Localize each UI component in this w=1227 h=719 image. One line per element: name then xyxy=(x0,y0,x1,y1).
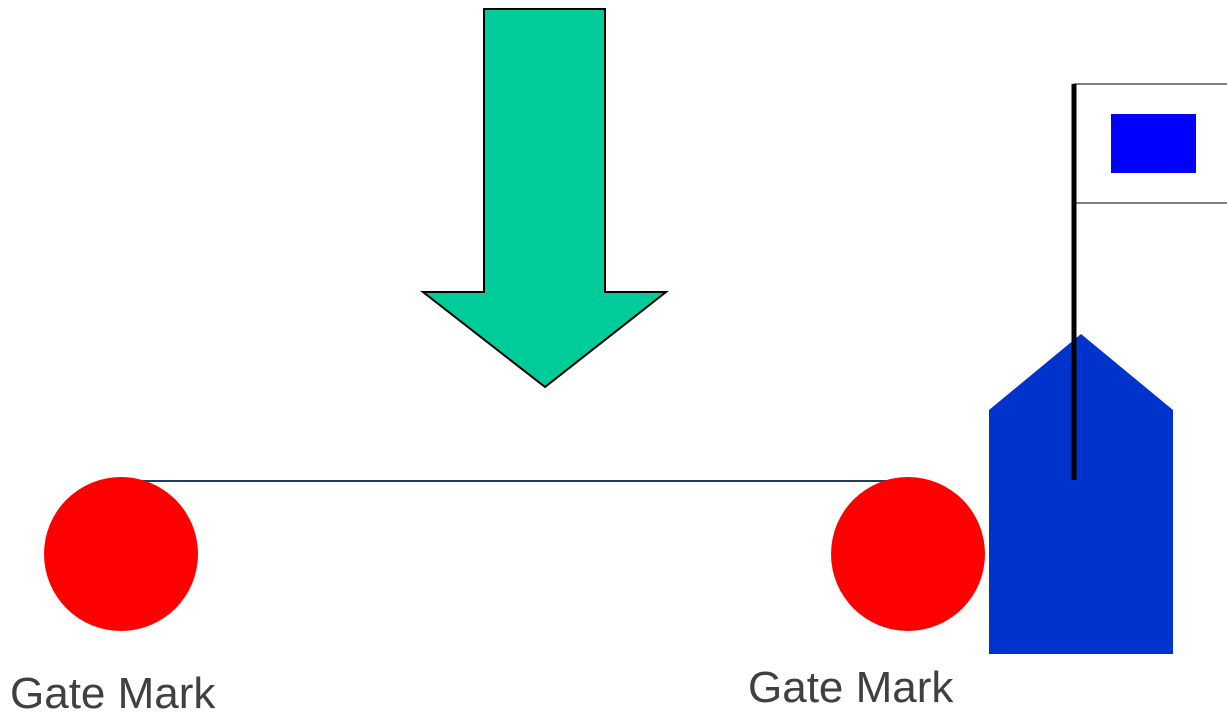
right-gate-mark-label: Gate Mark xyxy=(748,663,954,712)
committee-boat-icon xyxy=(989,334,1173,654)
flag-blue-square xyxy=(1111,114,1196,173)
down-arrow-icon xyxy=(420,8,669,389)
flag-icon xyxy=(1073,83,1227,204)
right-gate-mark xyxy=(831,477,985,631)
left-gate-mark xyxy=(44,477,198,631)
left-gate-mark-label: Gate Mark xyxy=(10,669,216,718)
